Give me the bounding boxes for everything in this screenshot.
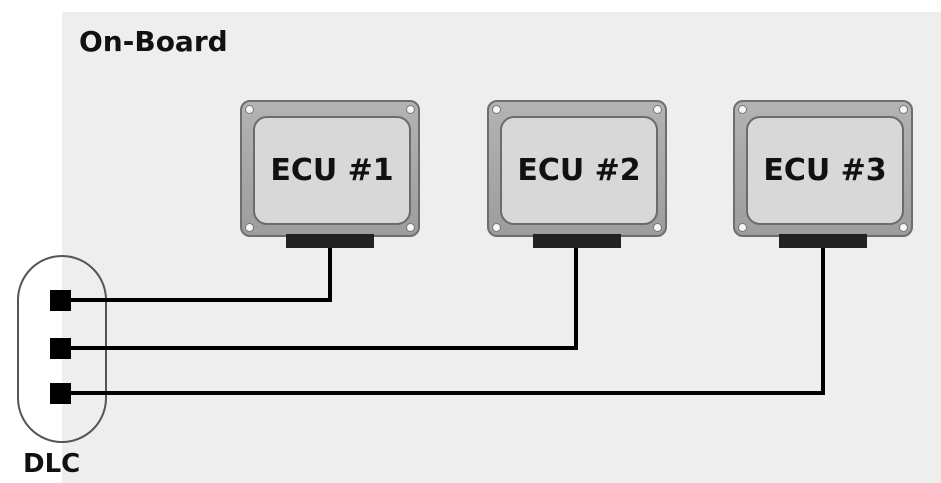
wire-ecu-2 <box>60 248 578 350</box>
screw-icon <box>245 223 254 232</box>
screw-icon <box>899 105 908 114</box>
screw-icon <box>738 223 747 232</box>
ecu-3-face: ECU #3 <box>746 116 904 225</box>
screw-icon <box>406 223 415 232</box>
screw-icon <box>492 223 501 232</box>
ecu-3-connector <box>779 234 867 248</box>
screw-icon <box>653 223 662 232</box>
dlc-pin-1 <box>50 290 71 311</box>
ecu-2-connector <box>533 234 621 248</box>
ecu-2-housing: ECU #2 <box>487 100 667 237</box>
wire-ecu-1 <box>60 248 332 302</box>
ecu-3-label: ECU #3 <box>763 153 887 188</box>
screw-icon <box>406 105 415 114</box>
ecu-1-label: ECU #1 <box>270 153 394 188</box>
dlc-pin-3 <box>50 383 71 404</box>
ecu-1-connector <box>286 234 374 248</box>
dlc-label: DLC <box>23 449 81 479</box>
wire-ecu-3 <box>60 248 825 395</box>
ecu-2-label: ECU #2 <box>517 153 641 188</box>
onboard-title: On-Board <box>79 25 228 58</box>
screw-icon <box>245 105 254 114</box>
ecu-2-face: ECU #2 <box>500 116 658 225</box>
screw-icon <box>738 105 747 114</box>
ecu-3-housing: ECU #3 <box>733 100 913 237</box>
screw-icon <box>492 105 501 114</box>
screw-icon <box>899 223 908 232</box>
ecu-1-housing: ECU #1 <box>240 100 420 237</box>
dlc-pin-2 <box>50 338 71 359</box>
ecu-2-module: ECU #2 <box>487 100 667 248</box>
screw-icon <box>653 105 662 114</box>
ecu-1-face: ECU #1 <box>253 116 411 225</box>
ecu-1-module: ECU #1 <box>240 100 420 248</box>
ecu-3-module: ECU #3 <box>733 100 913 248</box>
